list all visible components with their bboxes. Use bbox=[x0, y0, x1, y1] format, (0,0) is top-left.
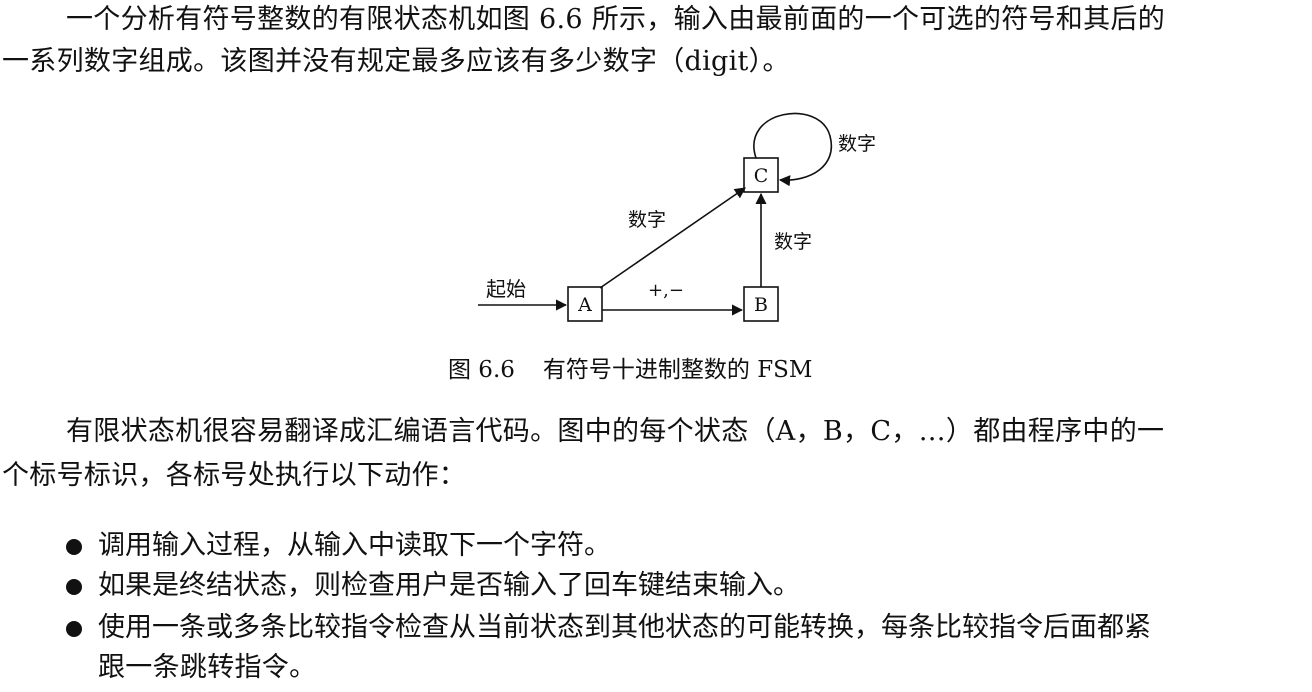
fsm-diagram: 起始 A B C +,− 数字 数字 数字 bbox=[478, 112, 876, 322]
figure-caption-number: 图 6.6 bbox=[448, 357, 515, 383]
bullet-dot-icon bbox=[66, 621, 82, 637]
bullet-dot-icon bbox=[66, 579, 82, 595]
state-b-label: B bbox=[754, 294, 768, 316]
bullet-text: 调用输入过程，从输入中读取下一个字符。 bbox=[98, 530, 611, 561]
transition-c-loop bbox=[753, 112, 833, 187]
digit-bc-label: 数字 bbox=[774, 231, 812, 253]
paragraph-2-line-2: 个标号标识，各标号处执行以下动作： bbox=[2, 460, 467, 491]
state-c bbox=[743, 157, 779, 193]
figure-caption-text: 有符号十进制整数的 FSM bbox=[542, 357, 813, 383]
start-label: 起始 bbox=[486, 277, 526, 301]
sign-label: +,− bbox=[648, 280, 684, 301]
bullet-text: 使用一条或多条比较指令检查从当前状态到其他状态的可能转换，每条比较指令后面都紧 bbox=[98, 612, 1151, 643]
paragraph-1-line-1: 一个分析有符号整数的有限状态机如图 6.6 所示，输入由最前面的一个可选的符号和… bbox=[66, 4, 1166, 35]
digit-ac-label: 数字 bbox=[628, 209, 666, 231]
figure-caption: 图 6.6 有符号十进制整数的 FSM bbox=[448, 356, 812, 384]
state-a-label: A bbox=[577, 294, 592, 316]
state-a bbox=[567, 286, 603, 322]
paragraph-1-line-2: 一系列数字组成。该图并没有规定最多应该有多少数字（digit）。 bbox=[2, 46, 790, 77]
bullet-text-continuation: 跟一条跳转指令。 bbox=[98, 652, 317, 683]
digit-loop-label: 数字 bbox=[838, 133, 876, 155]
state-b bbox=[743, 286, 779, 322]
paragraph-2-line-1: 有限状态机很容易翻译成汇编语言代码。图中的每个状态（A，B，C，…）都由程序中的… bbox=[66, 416, 1165, 447]
bullet-text: 如果是终结状态，则检查用户是否输入了回车键结束输入。 bbox=[98, 570, 800, 601]
state-c-label: C bbox=[754, 165, 769, 187]
transition-a-c bbox=[599, 187, 746, 289]
bullet-dot-icon bbox=[66, 539, 82, 555]
